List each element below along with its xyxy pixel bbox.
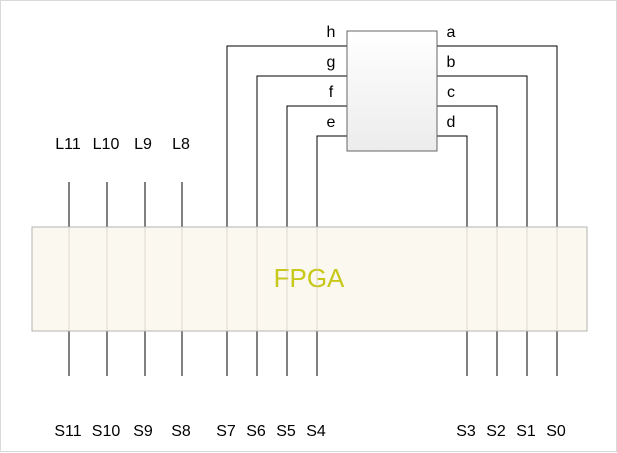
led-label-l8: L8 bbox=[172, 136, 190, 153]
wire-f bbox=[286, 105, 347, 228]
switch-label-s1: S1 bbox=[516, 423, 536, 440]
segment-label-a: a bbox=[447, 24, 456, 41]
switch-label-s8: S8 bbox=[171, 423, 191, 440]
segment-label-b: b bbox=[447, 54, 456, 71]
segment-label-g: g bbox=[327, 54, 336, 71]
wire-g bbox=[256, 75, 347, 228]
segment-label-h: h bbox=[327, 24, 336, 41]
led-label-l11: L11 bbox=[55, 136, 81, 153]
fpga-inner-lines bbox=[68, 228, 558, 330]
wire-a bbox=[437, 45, 558, 228]
switch-label-s9: S9 bbox=[133, 423, 153, 440]
wire-e bbox=[316, 135, 347, 228]
switch-wires bbox=[68, 330, 558, 376]
fpga-label: FPGA bbox=[274, 263, 345, 293]
segment-label-d: d bbox=[447, 114, 456, 131]
segment-display-box bbox=[346, 30, 438, 152]
led-label-l9: L9 bbox=[134, 136, 152, 153]
switch-label-s10: S10 bbox=[92, 423, 121, 440]
led-label-l10: L10 bbox=[93, 136, 120, 153]
segment-label-e: e bbox=[327, 114, 336, 131]
switch-label-s2: S2 bbox=[486, 423, 506, 440]
wire-c bbox=[437, 105, 498, 228]
fpga-block bbox=[31, 226, 588, 332]
switch-label-s7: S7 bbox=[216, 423, 236, 440]
led-wires bbox=[68, 182, 183, 228]
switch-label-s0: S0 bbox=[546, 423, 566, 440]
segment-label-f: f bbox=[329, 84, 334, 101]
switch-label-s3: S3 bbox=[456, 423, 476, 440]
wire-h bbox=[226, 45, 347, 228]
switch-label-s6: S6 bbox=[246, 423, 266, 440]
wire-d bbox=[437, 135, 468, 228]
segment-wires bbox=[226, 45, 558, 228]
switch-label-s11: S11 bbox=[54, 423, 81, 440]
switch-label-s5: S5 bbox=[276, 423, 296, 440]
segment-label-c: c bbox=[447, 84, 455, 101]
wire-b bbox=[437, 75, 528, 228]
switch-label-s4: S4 bbox=[306, 423, 326, 440]
